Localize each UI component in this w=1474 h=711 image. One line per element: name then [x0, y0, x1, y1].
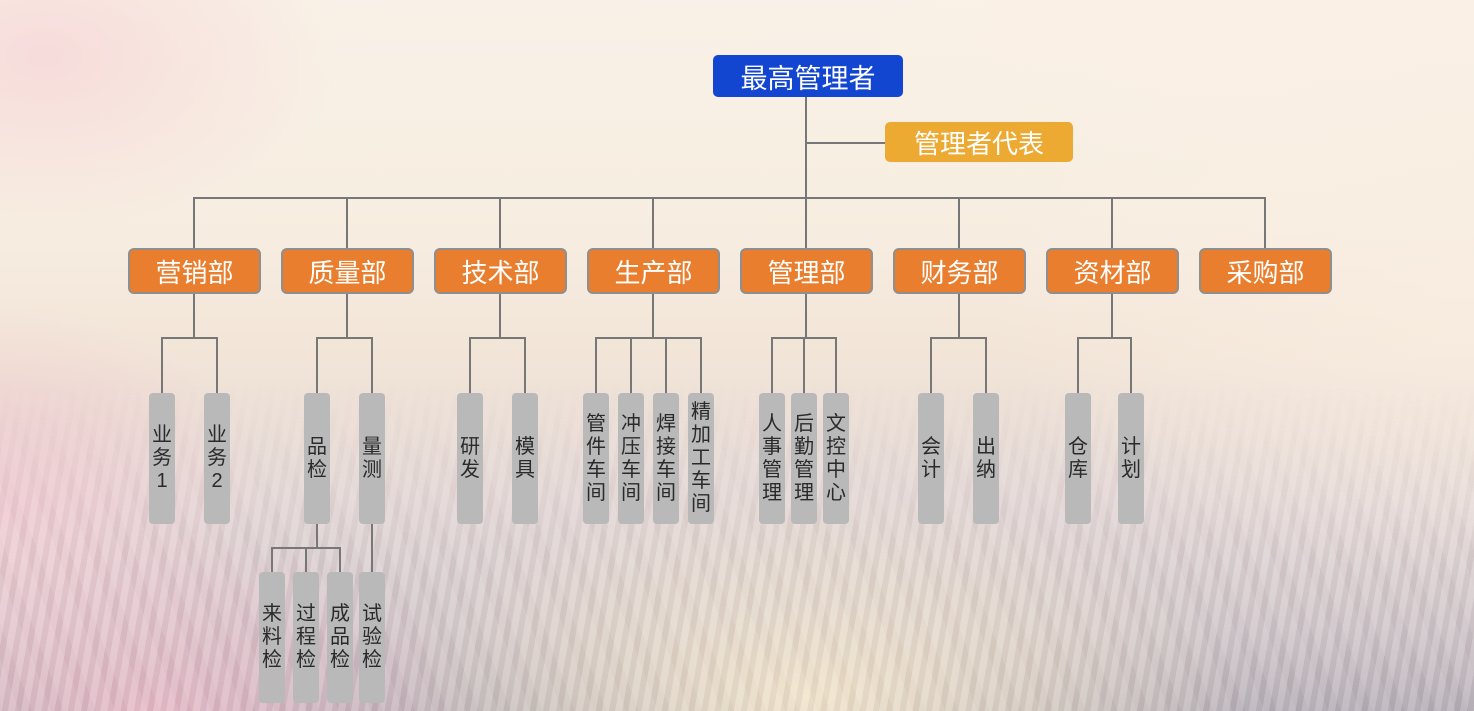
node-dept-technology: 技术部 [434, 248, 567, 294]
connector-drop [271, 547, 273, 573]
connector-split [930, 337, 987, 339]
node-section-cashier: 出纳 [973, 393, 999, 524]
connector-drop [665, 337, 667, 394]
connector-drop [958, 197, 960, 249]
connector-split [316, 337, 373, 339]
node-section-accounting: 会计 [918, 393, 944, 524]
connector-stem [652, 293, 654, 338]
connector-split [469, 337, 526, 339]
connector-drop [1130, 337, 1132, 394]
node-section-mold: 模具 [512, 393, 538, 524]
connector-drop [930, 337, 932, 394]
connector-split [1077, 337, 1132, 339]
connector-trunk [805, 96, 807, 198]
connector-drop [985, 337, 987, 394]
node-section-business-1: 业务1 [149, 393, 175, 524]
node-unit-final-inspection: 成品检 [327, 572, 353, 703]
connector-drop [1077, 337, 1079, 394]
connector-stem [346, 293, 348, 338]
node-section-finishing-workshop: 精加工车间 [688, 393, 714, 524]
connector-drop [469, 337, 471, 394]
connector-stem [193, 293, 195, 338]
connector-distribution [193, 197, 1266, 199]
node-section-measurement: 量测 [359, 393, 385, 524]
node-section-logistics-management: 后勤管理 [791, 393, 817, 524]
node-section-hr-management: 人事管理 [759, 393, 785, 524]
connector-drop [316, 337, 318, 394]
node-unit-incoming-inspection: 来料检 [259, 572, 285, 703]
node-section-welding-workshop: 焊接车间 [653, 393, 679, 524]
connector-drop [1264, 197, 1266, 249]
connector-drop [161, 337, 163, 394]
connector-drop [216, 337, 218, 394]
node-dept-admin: 管理部 [740, 248, 873, 294]
node-section-pipe-workshop: 管件车间 [583, 393, 609, 524]
connector-drop [524, 337, 526, 394]
connector-stem [316, 524, 318, 549]
node-unit-test-inspection: 试验检 [359, 572, 385, 703]
connector-split [595, 337, 702, 339]
node-section-product-inspection: 品检 [304, 393, 330, 524]
connector-drop [371, 524, 373, 573]
node-dept-quality: 质量部 [281, 248, 414, 294]
node-dept-production: 生产部 [587, 248, 720, 294]
node-section-business-2: 业务2 [204, 393, 230, 524]
connector-drop [499, 197, 501, 249]
connector-drop [1111, 197, 1113, 249]
node-dept-marketing: 营销部 [128, 248, 261, 294]
node-unit-process-inspection: 过程检 [293, 572, 319, 703]
connector-stem [805, 293, 807, 338]
connector-stem [499, 293, 501, 338]
connector-drop [803, 337, 805, 394]
connector-drop [346, 197, 348, 249]
connector-drop [595, 337, 597, 394]
connector-drop [305, 547, 307, 573]
node-section-planning: 计划 [1118, 393, 1144, 524]
node-dept-materials: 资材部 [1046, 248, 1179, 294]
node-dept-finance: 财务部 [893, 248, 1026, 294]
connector-drop [805, 197, 807, 249]
connector-drop [700, 337, 702, 394]
connector-drop [835, 337, 837, 394]
node-section-warehouse: 仓库 [1065, 393, 1091, 524]
connector-drop [193, 197, 195, 249]
node-management-representative: 管理者代表 [885, 122, 1073, 162]
connector-drop [371, 337, 373, 394]
connector-drop [652, 197, 654, 249]
node-dept-purchasing: 采购部 [1199, 248, 1332, 294]
connector-stem [958, 293, 960, 338]
connector-drop [771, 337, 773, 394]
connector-stem [1111, 293, 1113, 338]
node-top-management: 最高管理者 [713, 55, 903, 97]
connector-drop [630, 337, 632, 394]
connector-split [161, 337, 218, 339]
connector-drop [339, 547, 341, 573]
connector-representative [806, 142, 886, 144]
node-section-rnd: 研发 [457, 393, 483, 524]
node-section-document-control: 文控中心 [823, 393, 849, 524]
node-section-stamping-workshop: 冲压车间 [618, 393, 644, 524]
